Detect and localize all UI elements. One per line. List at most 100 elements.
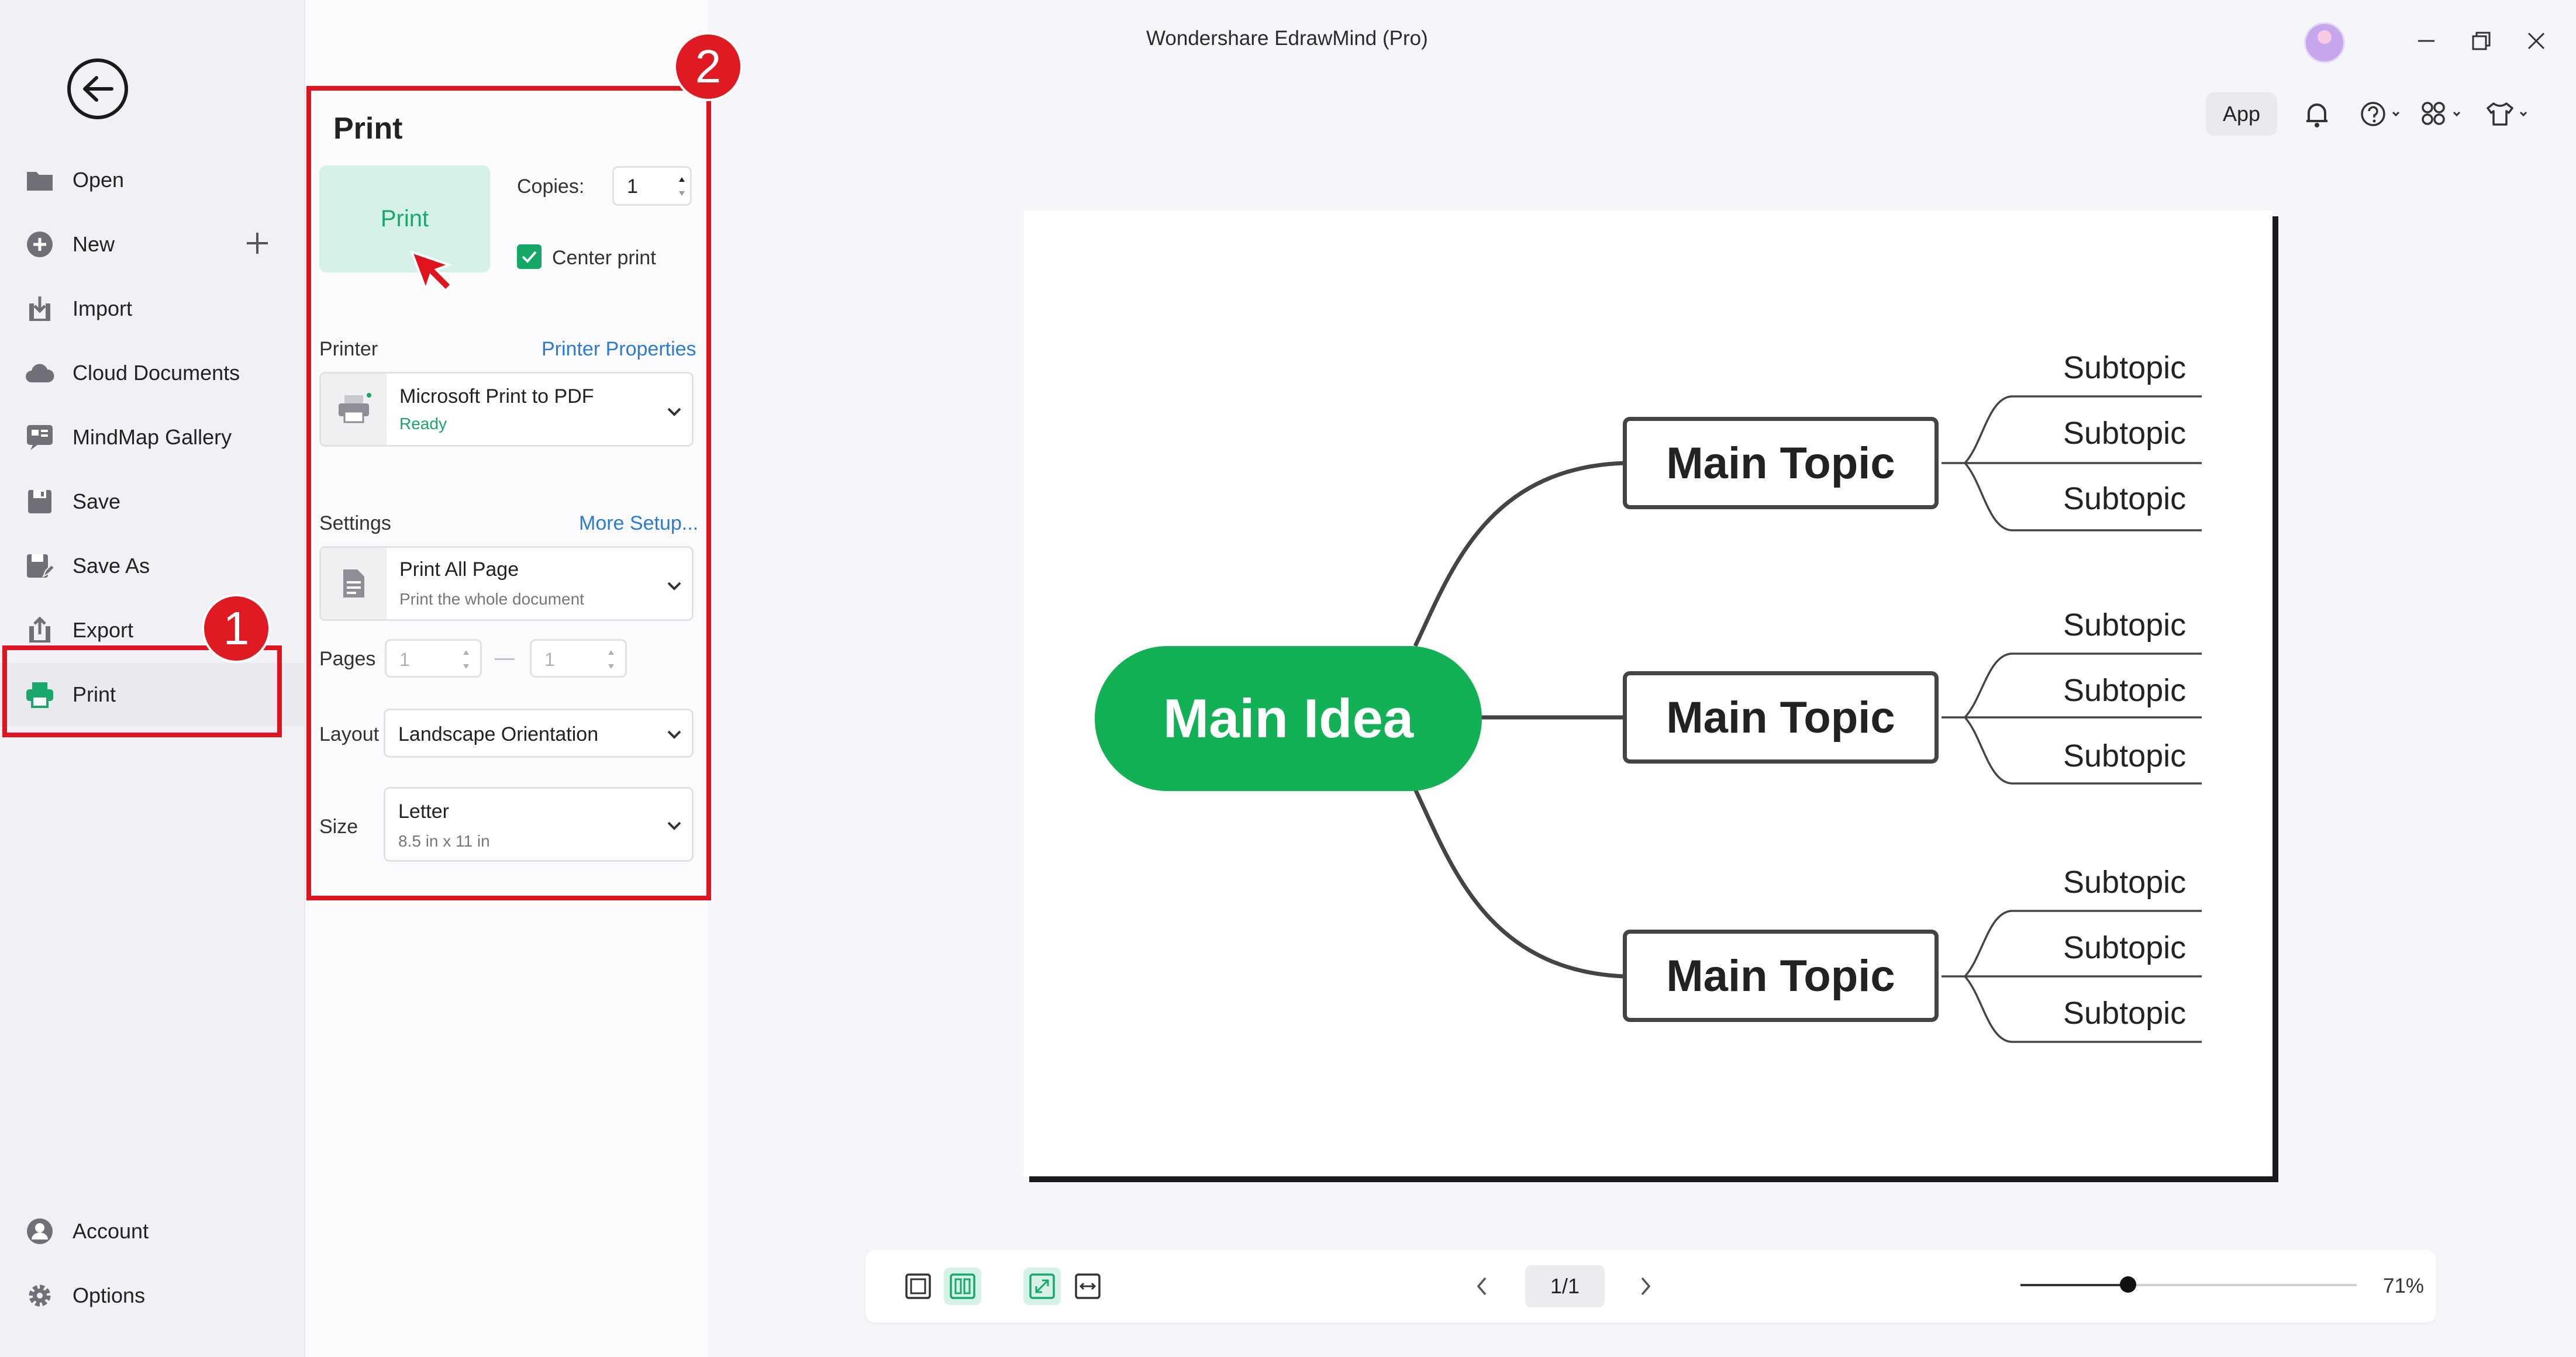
- previous-page-icon[interactable]: [1463, 1268, 1501, 1305]
- sidebar-item-label: Account: [73, 1219, 149, 1243]
- checkmark-icon: [522, 251, 537, 263]
- sidebar-item-export[interactable]: Export: [0, 599, 304, 662]
- printer-select[interactable]: Microsoft Print to PDF Ready: [319, 372, 694, 447]
- plus-circle-icon: [25, 229, 55, 260]
- user-icon: [25, 1216, 55, 1246]
- stepper-arrows-icon[interactable]: [677, 174, 687, 199]
- folder-icon: [25, 165, 55, 195]
- step-badge-2: 2: [674, 32, 743, 101]
- gallery-icon: [25, 422, 55, 453]
- pages-from-stepper: 1: [385, 639, 482, 678]
- main-topic-node: Main Topic: [1623, 671, 1939, 764]
- add-new-icon[interactable]: [244, 230, 270, 256]
- settings-label: Settings: [319, 512, 391, 534]
- sidebar-item-save[interactable]: Save: [0, 470, 304, 533]
- zoom-slider-handle[interactable]: [2120, 1276, 2136, 1293]
- document-icon: [321, 548, 387, 619]
- center-print-checkbox[interactable]: [517, 244, 542, 269]
- restore-icon[interactable]: [2467, 26, 2496, 56]
- next-page-icon[interactable]: [1627, 1268, 1664, 1305]
- theme-shirt-icon[interactable]: [2485, 96, 2532, 132]
- stepper-arrows-icon: [608, 650, 614, 669]
- arrow-left-icon: [83, 76, 113, 102]
- page-indicator: 1/1: [1525, 1265, 1605, 1307]
- printer-properties-link[interactable]: Printer Properties: [542, 338, 696, 360]
- print-range-desc: Print the whole document: [399, 590, 584, 608]
- printer-name: Microsoft Print to PDF: [399, 385, 594, 408]
- sidebar-item-label: New: [73, 232, 115, 256]
- mindmap-connectors: [1413, 395, 2202, 1043]
- layout-select[interactable]: Landscape Orientation: [384, 709, 694, 758]
- print-range-value: Print All Page: [399, 558, 519, 581]
- back-button[interactable]: [67, 58, 128, 119]
- single-page-view-icon[interactable]: [899, 1268, 937, 1305]
- highlight-box-print-item: [2, 645, 282, 737]
- step-badge-1: 1: [202, 594, 271, 663]
- preview-toolbar: [865, 1250, 2436, 1323]
- zoom-percent: 71%: [2383, 1275, 2425, 1297]
- zoom-slider[interactable]: [2020, 1284, 2357, 1286]
- subtopic-node: Subtopic: [2063, 673, 2187, 708]
- main-topic-node: Main Topic: [1623, 930, 1939, 1022]
- panel-title: Print: [333, 112, 403, 146]
- minimize-icon[interactable]: [2412, 26, 2441, 56]
- print-range-select[interactable]: Print All Page Print the whole document: [319, 546, 694, 621]
- sidebar-item-label: Export: [73, 618, 134, 642]
- highlight-box-print-panel: [306, 86, 711, 900]
- printer-device-icon: [321, 374, 387, 445]
- chevron-down-icon: [667, 582, 681, 591]
- main-idea-node: Main Idea: [1095, 646, 1482, 791]
- pages-label: Pages: [319, 648, 376, 670]
- sidebar-item-new[interactable]: New: [0, 213, 304, 276]
- fit-width-icon[interactable]: [1069, 1268, 1106, 1305]
- printer-status: Ready: [399, 415, 447, 433]
- cursor-arrow-icon: [409, 250, 453, 293]
- sidebar-item-mindmap-gallery[interactable]: MindMap Gallery: [0, 406, 304, 469]
- multi-page-view-icon[interactable]: [944, 1268, 981, 1305]
- more-setup-link[interactable]: More Setup...: [579, 512, 699, 534]
- sidebar-item-options[interactable]: Options: [0, 1264, 304, 1327]
- gear-icon: [25, 1280, 55, 1311]
- zoom-slider-fill: [2020, 1284, 2128, 1286]
- copies-label: Copies:: [517, 175, 585, 198]
- avatar[interactable]: [2304, 22, 2345, 63]
- sidebar-item-cloud-documents[interactable]: Cloud Documents: [0, 341, 304, 405]
- sidebar-item-print[interactable]: Print: [0, 663, 304, 726]
- sidebar-item-label: Open: [73, 168, 125, 192]
- apps-grid-icon[interactable]: [2420, 96, 2467, 132]
- pages-from-value: 1: [399, 649, 410, 670]
- cloud-icon: [25, 358, 55, 388]
- bell-icon[interactable]: [2304, 96, 2330, 132]
- copies-stepper[interactable]: 1: [612, 166, 692, 206]
- import-icon: [25, 294, 55, 324]
- pages-to-stepper: 1: [530, 639, 627, 678]
- app-button[interactable]: App: [2206, 92, 2277, 136]
- chevron-down-icon: [667, 821, 681, 830]
- paper-size-select[interactable]: Letter 8.5 in x 11 in: [384, 787, 694, 862]
- close-icon[interactable]: [2522, 26, 2551, 56]
- sidebar-item-label: Cloud Documents: [73, 361, 240, 385]
- subtopic-node: Subtopic: [2063, 481, 2187, 516]
- pages-to-value: 1: [544, 649, 555, 670]
- subtopic-node: Subtopic: [2063, 350, 2187, 385]
- sidebar-item-label: Save As: [73, 554, 150, 578]
- file-sidebar: Open New Import Cloud Documents MindMap …: [0, 0, 305, 1357]
- subtopic-node: Subtopic: [2063, 930, 2187, 965]
- subtopic-node: Subtopic: [2063, 738, 2187, 774]
- sidebar-item-save-as[interactable]: Save As: [0, 534, 304, 598]
- export-icon: [25, 615, 55, 645]
- sidebar-item-open[interactable]: Open: [0, 149, 304, 212]
- sidebar-item-label: Options: [73, 1283, 146, 1307]
- subtopic-node: Subtopic: [2063, 416, 2187, 451]
- subtopic-node: Subtopic: [2063, 996, 2187, 1031]
- sidebar-item-import[interactable]: Import: [0, 277, 304, 340]
- sidebar-item-label: MindMap Gallery: [73, 425, 232, 449]
- print-button[interactable]: Print: [319, 165, 490, 272]
- size-desc: 8.5 in x 11 in: [398, 832, 490, 850]
- subtopic-node: Subtopic: [2063, 865, 2187, 900]
- help-icon[interactable]: [2360, 96, 2403, 132]
- sidebar-item-account[interactable]: Account: [0, 1200, 304, 1263]
- fit-page-icon[interactable]: [1023, 1268, 1061, 1305]
- window-title: Wondershare EdrawMind (Pro): [1146, 27, 1428, 50]
- layout-value: Landscape Orientation: [398, 723, 599, 745]
